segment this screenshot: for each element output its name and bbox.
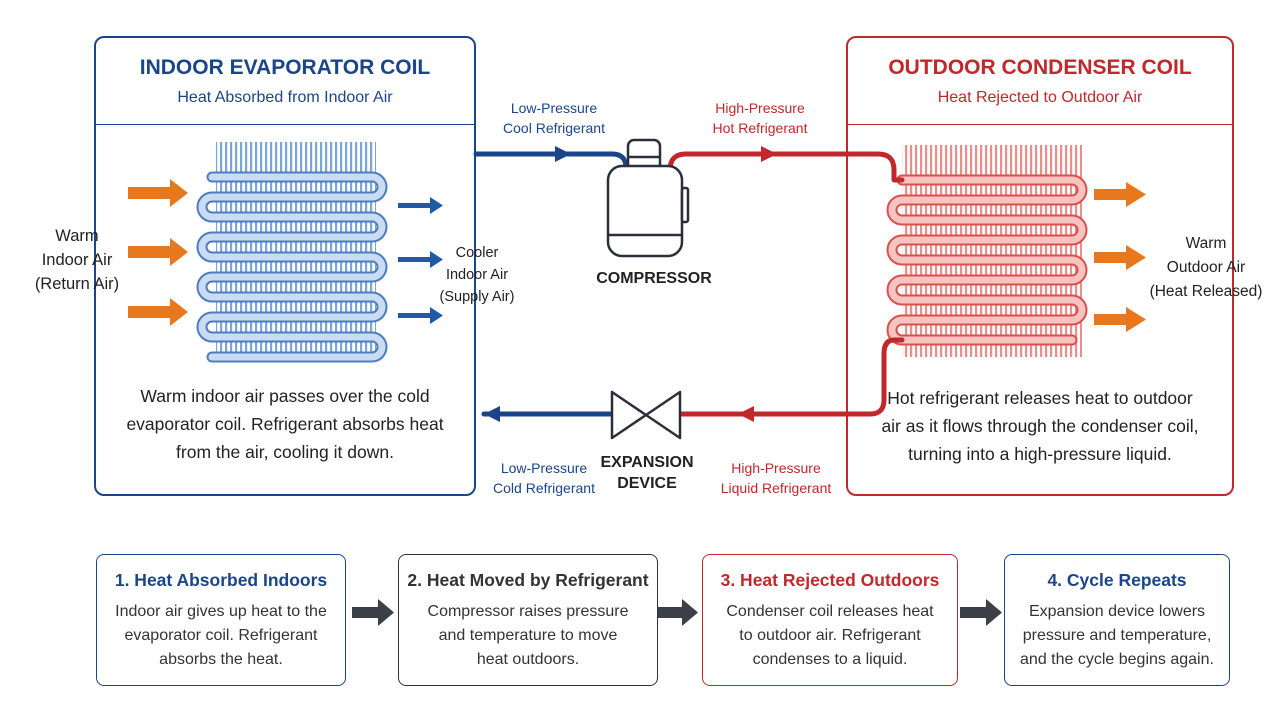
description-line: evaporator coil. Refrigerant absorbs hea… [126,414,444,434]
flow-label-line: Cool Refrigerant [503,120,605,136]
flow-label-low-pressure-cool: Low-Pressure Cool Refrigerant [482,98,626,138]
step-text-line: Indoor air gives up heat to the [115,603,327,620]
flow-label-line: Hot Refrigerant [712,120,808,136]
device-label-line: EXPANSION [600,454,694,471]
orange-arrow-icon [128,238,188,266]
air-label-line: Indoor Air [445,267,509,283]
orange-arrow-icon [128,179,188,207]
flow-label-line: Cold Refrigerant [493,480,595,496]
warm-outdoor-air-arrows [1094,182,1146,332]
step-text-line: absorbs the heat. [159,651,283,668]
orange-arrow-icon [1094,245,1146,270]
step-text-line: Condenser coil releases heat [726,603,934,620]
outdoor-description: Hot refrigerant releases heat to outdoor… [852,384,1228,468]
step-text-line: evaporator coil. Refrigerant [124,627,318,644]
step-text: Condenser coil releases heat to outdoor … [709,600,951,672]
compressor-label: COMPRESSOR [596,270,712,287]
flow-label-line: High-Pressure [731,460,821,476]
step-text-line: and the cycle begins again. [1020,651,1214,668]
warm-outdoor-air-label: Warm Outdoor Air (Heat Released) [1136,232,1276,304]
description-line: Warm indoor air passes over the cold [140,386,430,406]
step-title: 3. Heat Rejected Outdoors [720,570,940,590]
indoor-panel-header: INDOOR EVAPORATOR COIL Heat Absorbed fro… [96,38,474,125]
description-line: air as it flows through the condenser co… [881,416,1199,436]
step-card-2: 2. Heat Moved by Refrigerant Compressor … [398,554,658,686]
step-title: 1. Heat Absorbed Indoors [114,570,328,590]
liquid-line [679,337,905,417]
device-label-line: DEVICE [617,475,677,492]
step-text-line: Compressor raises pressure [427,603,629,620]
outdoor-panel-title: OUTDOOR CONDENSER COIL [888,56,1192,79]
flow-arrow-liquid [738,406,754,422]
air-label-line: Warm [1185,235,1227,252]
indoor-evaporator-panel: INDOOR EVAPORATOR COIL Heat Absorbed fro… [94,36,476,496]
orange-arrow-icon [1094,307,1146,332]
flow-label-line: Low-Pressure [500,460,588,476]
flow-label-line: Liquid Refrigerant [720,480,832,496]
right-arrow-icon [352,599,394,626]
step-connector-arrows [352,599,1002,626]
orange-arrow-icon [1094,182,1146,207]
condenser-coil [886,145,1088,357]
step-card-4: 4. Cycle Repeats Expansion device lowers… [1004,554,1230,686]
blue-arrow-icon [398,251,443,268]
step-title: 2. Heat Moved by Refrigerant [407,570,649,590]
compressor-icon [606,138,690,258]
cooler-indoor-air-label: Cooler Indoor Air (Supply Air) [424,242,530,308]
flow-arrow-return [484,406,500,422]
step-text-line: condenses to a liquid. [752,651,908,668]
air-label-line: (Supply Air) [439,289,515,305]
outdoor-panel-header: OUTDOOR CONDENSER COIL Heat Rejected to … [848,38,1232,125]
orange-arrow-icon [128,298,188,326]
step-text-line: to outdoor air. Refrigerant [739,627,921,644]
indoor-panel-title: INDOOR EVAPORATOR COIL [139,56,431,79]
step-title: 4. Cycle Repeats [1047,570,1187,590]
flow-arrow-discharge [761,146,777,162]
step-text-line: Expansion device lowers [1028,603,1206,620]
flow-label-high-pressure-liquid: High-Pressure Liquid Refrigerant [702,458,850,498]
flow-arrow-suction [555,146,571,162]
flow-label-high-pressure-hot: High-Pressure Hot Refrigerant [688,98,832,138]
warm-indoor-air-label: Warm Indoor Air (Return Air) [22,224,132,296]
blue-arrow-icon [398,307,443,324]
right-arrow-icon [960,599,1002,626]
blue-arrow-icon [398,197,443,214]
step-card-1: 1. Heat Absorbed Indoors Indoor air give… [96,554,346,686]
step-text: Expansion device lowers pressure and tem… [1011,600,1223,672]
expansion-device-label: EXPANSION DEVICE [586,452,708,494]
right-arrow-icon [656,599,698,626]
description-line: turning into a high-pressure liquid. [908,444,1172,464]
air-label-line: Indoor Air [41,251,113,269]
discharge-line [667,151,905,183]
indoor-description: Warm indoor air passes over the cold eva… [100,382,470,466]
air-label-line: (Return Air) [34,275,120,293]
expansion-valve-icon [610,390,682,440]
step-text-line: pressure and temperature, [1022,627,1212,644]
flow-label-low-pressure-cold: Low-Pressure Cold Refrigerant [472,458,616,498]
evaporator-coil [196,142,388,363]
step-text: Compressor raises pressure and temperatu… [405,600,651,672]
step-text: Indoor air gives up heat to the evaporat… [103,600,339,672]
step-text-line: and temperature to move [438,627,618,644]
step-text-line: heat outdoors. [476,651,580,668]
warm-return-air-arrows [128,179,188,326]
outdoor-panel-subtitle: Heat Rejected to Outdoor Air [937,89,1143,106]
step-card-3: 3. Heat Rejected Outdoors Condenser coil… [702,554,958,686]
description-line: Hot refrigerant releases heat to outdoor [887,388,1193,408]
flow-label-line: Low-Pressure [510,100,598,116]
indoor-panel-subtitle: Heat Absorbed from Indoor Air [177,89,393,106]
flow-label-line: High-Pressure [715,100,805,116]
cool-supply-air-arrows [398,197,443,324]
air-label-line: Outdoor Air [1166,259,1246,276]
suction-line [473,151,629,171]
air-label-line: Warm [55,227,99,245]
air-label-line: (Heat Released) [1149,283,1263,300]
air-label-line: Cooler [455,245,499,261]
description-line: from the air, cooling it down. [176,442,394,462]
